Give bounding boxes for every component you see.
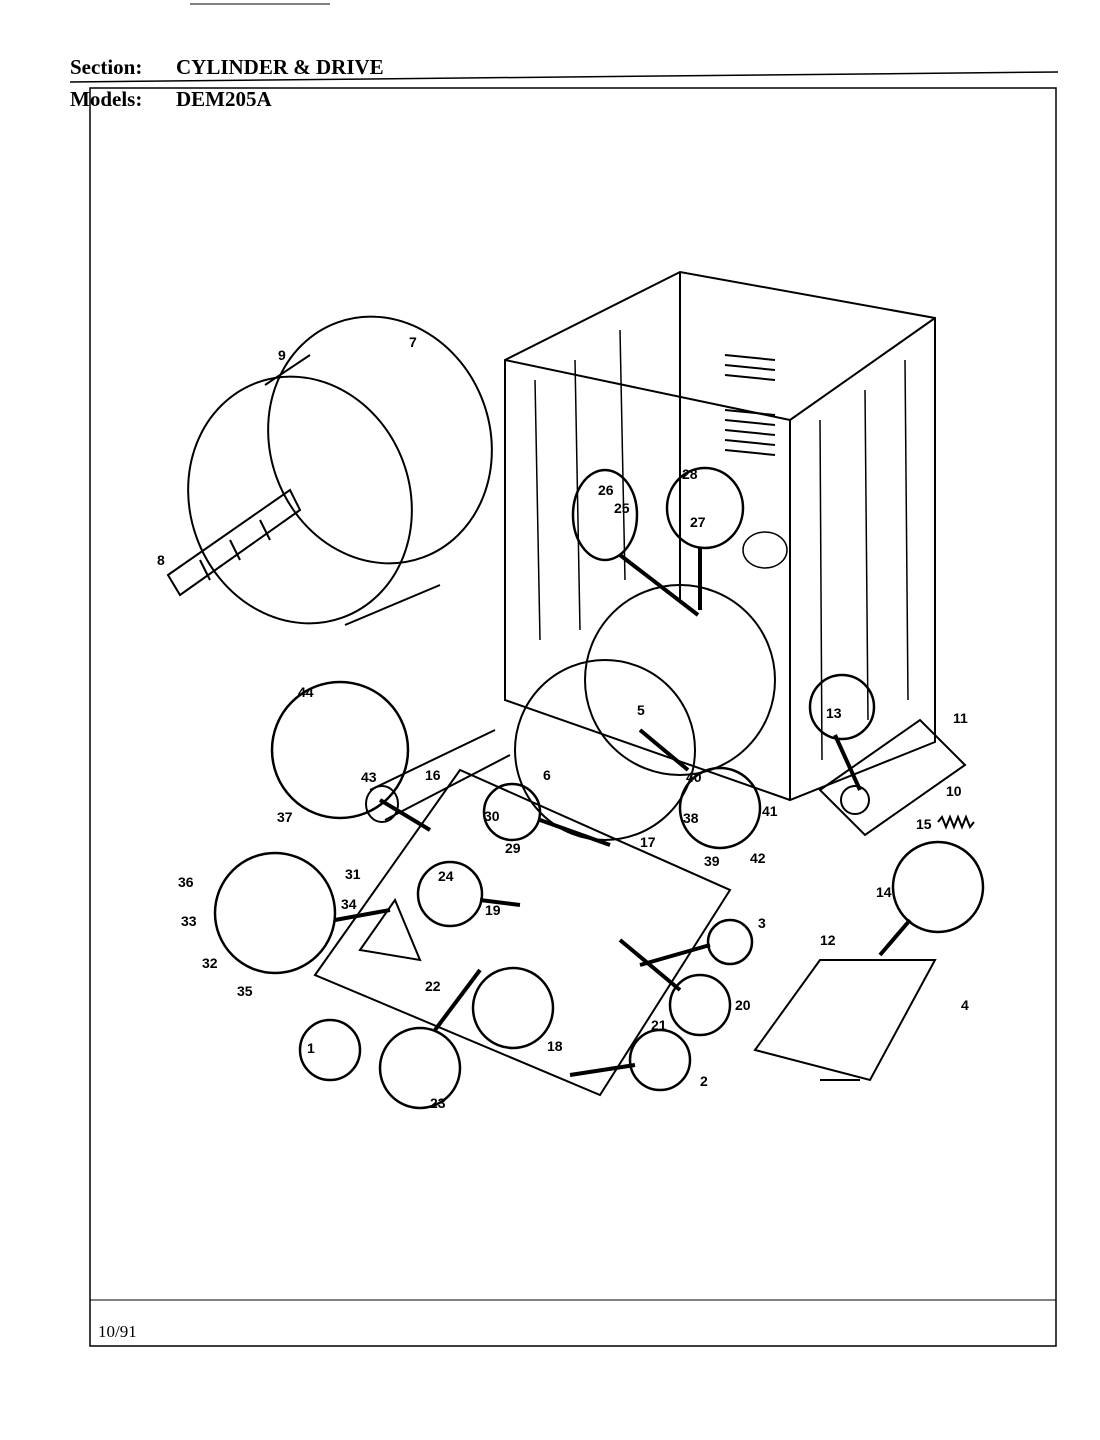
callout-15: 15: [916, 816, 932, 832]
section-row: Section: CYLINDER & DRIVE: [70, 55, 384, 80]
callout-42: 42: [750, 850, 766, 866]
idler-bracket: [753, 959, 937, 1082]
models-label: Models:: [70, 87, 143, 111]
callout-10: 10: [946, 783, 962, 799]
page-frame: [69, 3, 1059, 1347]
callout-29: 29: [505, 840, 521, 856]
callout-3: 3: [758, 915, 766, 931]
callout-12: 12: [820, 932, 836, 948]
callout-1: 1: [307, 1040, 315, 1056]
callout-7: 7: [409, 334, 417, 350]
callout-44: 44: [298, 684, 314, 700]
callout-33: 33: [181, 913, 197, 929]
models-row: Models: DEM205A: [70, 87, 272, 112]
idler-spring: [937, 814, 975, 830]
callout-22: 22: [425, 978, 441, 994]
callout-41: 41: [762, 803, 778, 819]
drum-baffle: [166, 488, 302, 597]
callout-35: 35: [237, 983, 253, 999]
callout-39: 39: [704, 853, 720, 869]
callout-8: 8: [157, 552, 165, 568]
callout-13: 13: [826, 705, 842, 721]
callout-20: 20: [735, 997, 751, 1013]
callout-18: 18: [547, 1038, 563, 1054]
callout-4: 4: [961, 997, 969, 1013]
section-label: Section:: [70, 55, 143, 79]
section-value: CYLINDER & DRIVE: [176, 55, 384, 79]
callout-38: 38: [683, 810, 699, 826]
leader-lines: [334, 548, 912, 1077]
revision-date: 10/91: [98, 1322, 137, 1341]
callout-21: 21: [651, 1017, 667, 1033]
callout-28: 28: [682, 466, 698, 482]
callout-23: 23: [430, 1095, 446, 1111]
callout-30: 30: [484, 808, 500, 824]
callout-36: 36: [178, 874, 194, 890]
callout-27: 27: [690, 514, 706, 530]
callout-40: 40: [686, 769, 702, 785]
exhaust-duct: [365, 729, 511, 823]
callout-6: 6: [543, 767, 551, 783]
callout-2: 2: [700, 1073, 708, 1089]
callout-9: 9: [278, 347, 286, 363]
cabinet: [504, 270, 936, 802]
callout-11: 11: [953, 710, 968, 726]
callout-31: 31: [345, 866, 361, 882]
callout-14: 14: [876, 884, 892, 900]
callout-34: 34: [341, 896, 357, 912]
callout-labels: 1 2 3 4 5 6 7 8 9 10 11 12 13 14 15 16 1…: [157, 334, 969, 1111]
drum-cylinder: [187, 315, 493, 626]
bulkhead-and-seal: [514, 584, 776, 841]
drive-motor: [818, 718, 967, 837]
callout-17: 17: [640, 834, 656, 850]
detail-insets: [213, 466, 985, 1110]
callout-16: 16: [425, 767, 441, 783]
callout-24: 24: [438, 868, 454, 884]
callout-5: 5: [637, 702, 645, 718]
callout-25: 25: [614, 500, 630, 516]
callout-37: 37: [277, 809, 293, 825]
callout-26: 26: [598, 482, 614, 498]
models-value: DEM205A: [176, 87, 272, 111]
callout-32: 32: [202, 955, 218, 971]
callout-43: 43: [361, 769, 377, 785]
callout-19: 19: [485, 902, 501, 918]
base-frame: [313, 768, 732, 1097]
